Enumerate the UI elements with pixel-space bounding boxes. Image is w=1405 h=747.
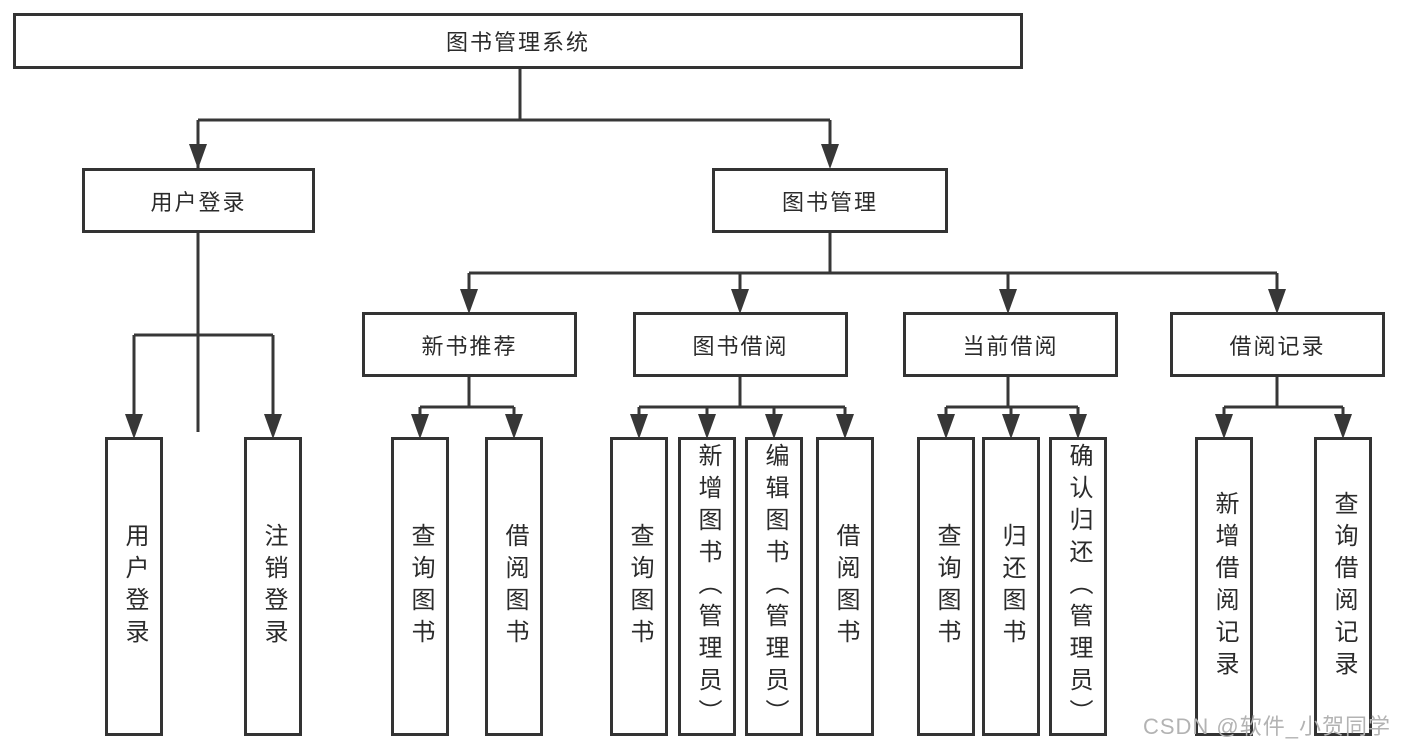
leaf-edit-book-admin-label: 编辑图书（管理员） (761, 442, 788, 731)
leaf-confirm-return-admin-label: 确认归还（管理员） (1065, 442, 1092, 731)
leaf-query-books-recommend: 查询图书 (391, 437, 449, 736)
leaf-query-borrow-record-label: 查询借阅记录 (1330, 490, 1357, 683)
node-current-borrowing-label: 当前借阅 (962, 333, 1059, 359)
leaf-query-borrow-record: 查询借阅记录 (1314, 437, 1372, 736)
node-library-system-label: 图书管理系统 (445, 30, 590, 55)
leaf-user-login: 用户登录 (105, 437, 163, 736)
leaf-logout-label: 注销登录 (260, 522, 287, 651)
node-borrow-records: 借阅记录 (1170, 312, 1385, 377)
node-new-book-recommend: 新书推荐 (362, 312, 577, 377)
node-library-system: 图书管理系统 (13, 13, 1023, 69)
leaf-borrow-books-borrow: 借阅图书 (816, 437, 874, 736)
node-new-book-recommend-label: 新书推荐 (421, 333, 518, 359)
node-user-login: 用户登录 (82, 168, 315, 233)
leaf-borrow-books-recommend: 借阅图书 (485, 437, 543, 736)
csdn-watermark: CSDN @软件_小贺同学 (1142, 714, 1391, 739)
leaf-logout: 注销登录 (244, 437, 302, 736)
leaf-return-books-label: 归还图书 (998, 522, 1025, 651)
leaf-borrow-books-recommend-label: 借阅图书 (501, 522, 528, 651)
leaf-query-books-recommend-label: 查询图书 (407, 522, 434, 651)
leaf-add-book-admin: 新增图书（管理员） (678, 437, 736, 736)
leaf-query-books-borrow: 查询图书 (610, 437, 668, 736)
leaf-add-borrow-record: 新增借阅记录 (1195, 437, 1253, 736)
node-user-login-label: 用户登录 (150, 189, 247, 215)
leaf-query-books-current-label: 查询图书 (933, 522, 960, 651)
leaf-borrow-books-borrow-label: 借阅图书 (832, 522, 859, 651)
leaf-confirm-return-admin: 确认归还（管理员） (1049, 437, 1107, 736)
node-book-management-label: 图书管理 (781, 189, 878, 215)
leaf-return-books: 归还图书 (982, 437, 1040, 736)
leaf-edit-book-admin: 编辑图书（管理员） (745, 437, 803, 736)
node-book-borrowing-label: 图书借阅 (692, 333, 789, 359)
leaf-add-book-admin-label: 新增图书（管理员） (694, 442, 721, 731)
node-book-management: 图书管理 (712, 168, 948, 233)
leaf-query-books-current: 查询图书 (917, 437, 975, 736)
node-current-borrowing: 当前借阅 (903, 312, 1118, 377)
leaf-add-borrow-record-label: 新增借阅记录 (1211, 490, 1238, 683)
leaf-query-books-borrow-label: 查询图书 (626, 522, 653, 651)
leaf-user-login-label: 用户登录 (121, 522, 148, 651)
node-book-borrowing: 图书借阅 (633, 312, 848, 377)
node-borrow-records-label: 借阅记录 (1229, 333, 1326, 359)
